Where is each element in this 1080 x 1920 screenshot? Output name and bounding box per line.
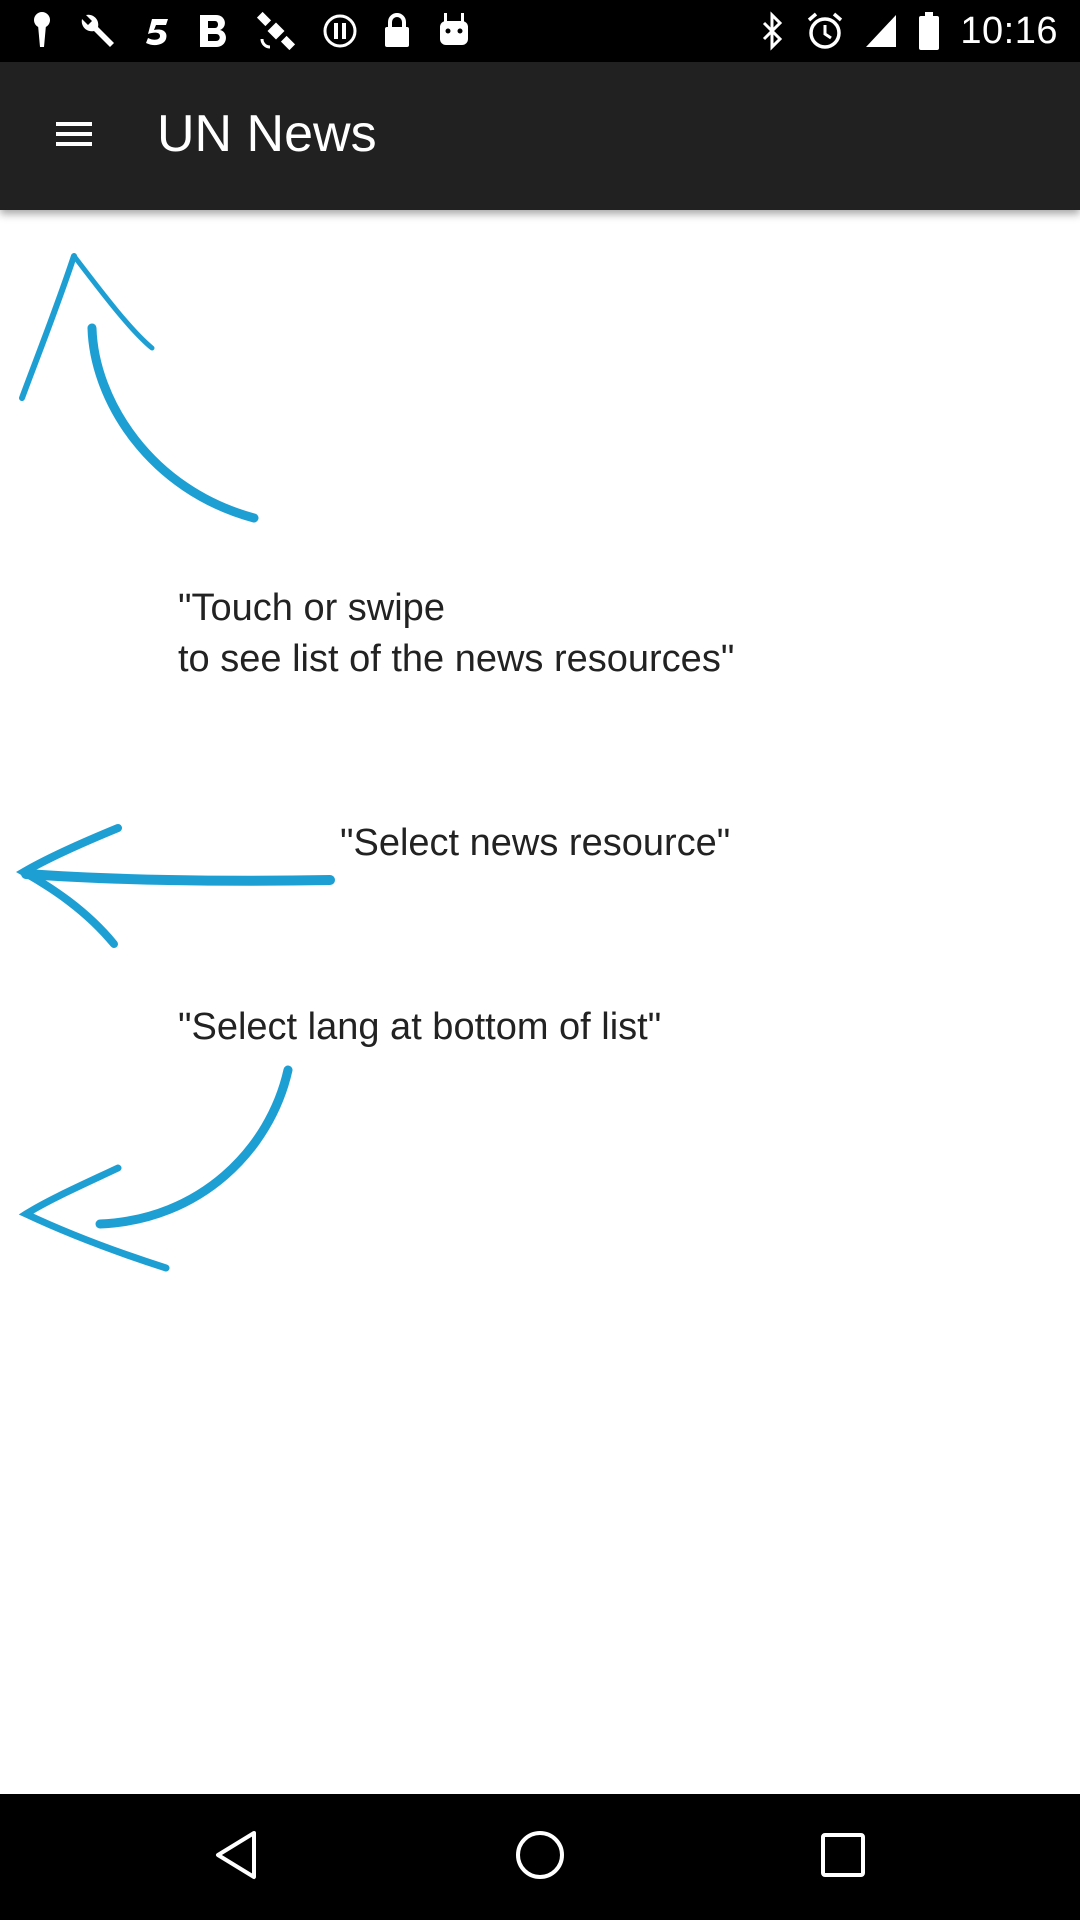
menu-button[interactable] (34, 100, 114, 172)
alarm-icon (806, 11, 844, 51)
arrow-left-icon (15, 824, 335, 948)
back-icon (212, 1829, 262, 1886)
hint-touch-line2: to see list of the news resources" (178, 638, 735, 680)
bold-b-icon (196, 11, 232, 51)
status-bar: 10:16 (0, 0, 1080, 62)
home-icon (513, 1828, 567, 1887)
hamburger-menu-icon (54, 119, 94, 154)
arrow-down-left-icon (18, 1065, 293, 1272)
hint-select-resource: "Select news resource" (340, 822, 731, 864)
hint-select-lang: "Select lang at bottom of list" (178, 1006, 662, 1048)
keyhole-icon (30, 11, 54, 51)
circle-pause-icon (322, 13, 358, 49)
navigation-bar (0, 1794, 1080, 1920)
arrow-up-left-icon (19, 253, 259, 523)
recent-apps-button[interactable] (813, 1827, 873, 1887)
recent-apps-icon (820, 1832, 866, 1883)
app-title: UN News (157, 105, 377, 163)
home-button[interactable] (510, 1827, 570, 1887)
hint-touch-swipe: "Touch or swipe to see list of the news … (178, 583, 734, 685)
satellite-icon (256, 11, 298, 51)
onboarding-hint-overlay[interactable]: "Touch or swipe to see list of the news … (0, 210, 1080, 1794)
status-right-icons: 10:16 (760, 10, 1058, 52)
five-icon (142, 11, 172, 51)
clock-time: 10:16 (960, 9, 1058, 52)
wrench-icon (78, 11, 118, 51)
hint-touch-line1: "Touch or swipe (178, 587, 445, 629)
back-button[interactable] (207, 1827, 267, 1887)
signal-icon (864, 11, 898, 51)
lock-icon (382, 11, 412, 51)
app-bar: UN News (0, 62, 1080, 210)
battery-icon (918, 11, 940, 51)
bluetooth-icon (760, 11, 786, 51)
status-left-icons (30, 10, 472, 52)
android-icon (436, 11, 472, 51)
